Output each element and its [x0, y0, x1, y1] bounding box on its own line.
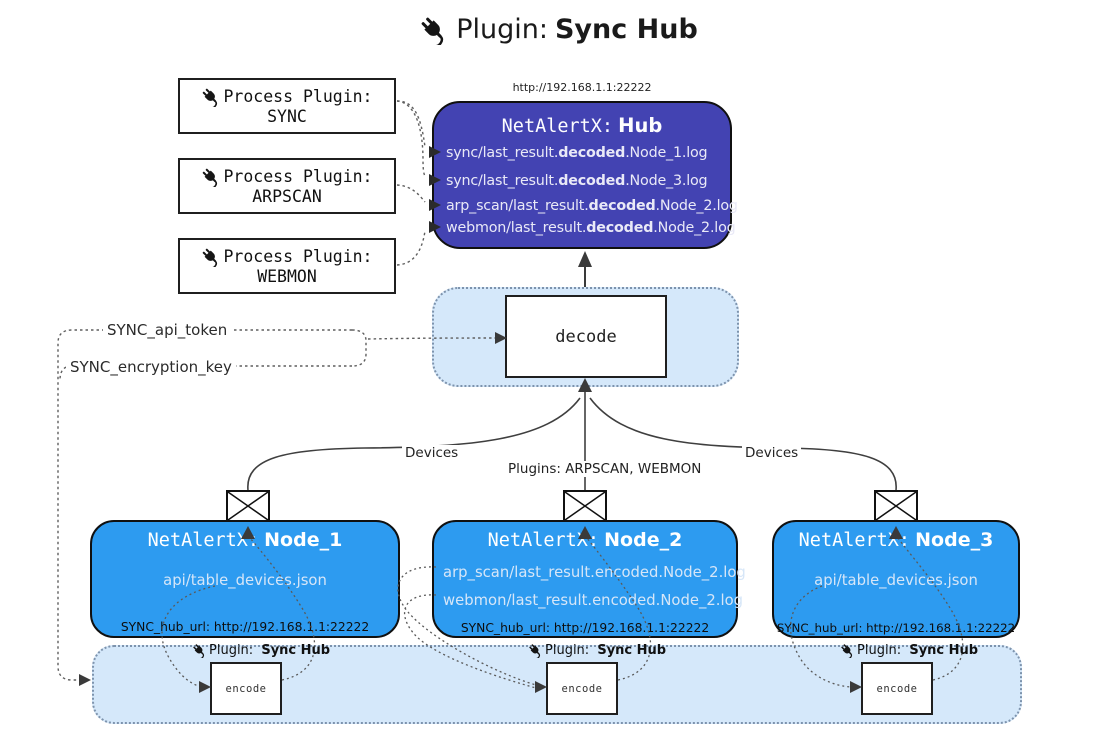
node-hub-url: SYNC_hub_url: http://192.168.1.1:22222 [460, 621, 710, 635]
encoder-plugin-label: Plugin: Sync Hub [840, 643, 978, 658]
plug-icon [840, 643, 855, 658]
decode-box: decode [505, 295, 667, 378]
plug-icon [192, 643, 207, 658]
process-plugin-title: Process Plugin: [223, 87, 373, 106]
plugin-to-hub-edges [396, 100, 427, 266]
node-file: arp_scan/last_result.encoded.Node_2.log [443, 564, 746, 581]
plug-icon [201, 247, 221, 267]
plugins-middle-label: Plugins: ARPSCAN, WEBMON [505, 461, 705, 477]
sync-encryption-key-label: SYNC_encryption_key [66, 358, 236, 376]
hub-box: NetAlertX: Hub sync/last_result.decoded.… [432, 101, 738, 249]
process-plugin-title: Process Plugin: [223, 167, 373, 186]
node-file: webmon/last_result.encoded.Node_2.log [443, 592, 744, 609]
node-title: NetAlertX: Node_1 [147, 529, 343, 551]
plug-icon [419, 15, 449, 45]
encoder-plugin-label: Plugin: Sync Hub [192, 643, 330, 658]
node-file: api/table_devices.json [814, 572, 978, 589]
envelope-icon [226, 490, 270, 522]
plug-icon [528, 643, 543, 658]
process-plugin-title: Process Plugin: [223, 247, 373, 266]
devices-right-label: Devices [742, 445, 802, 461]
node-title: NetAlertX: Node_2 [487, 529, 683, 551]
process-plugin-webmon: Process Plugin: WEBMON [178, 238, 396, 294]
node-2-box: NetAlertX: Node_2 arp_scan/last_result.e… [432, 520, 746, 638]
node-file: api/table_devices.json [163, 572, 327, 589]
node-3-box: NetAlertX: Node_3 api/table_devices.json… [772, 520, 1020, 638]
node-title: NetAlertX: Node_3 [798, 529, 994, 551]
hub-log-line: webmon/last_result.decoded.Node_2.log [446, 220, 736, 236]
plug-icon [201, 87, 221, 107]
hub-title: NetAlertX: Hub [434, 114, 730, 137]
hub-log-line: sync/last_result.decoded.Node_3.log [446, 173, 708, 189]
envelope-icon [563, 490, 607, 522]
title-label: Plugin: [456, 14, 548, 45]
node-hub-url: SYNC_hub_url: http://192.168.1.1:22222 [776, 621, 1016, 635]
plug-icon [201, 167, 221, 187]
page-title: Plugin: Sync Hub [0, 14, 1117, 45]
hub-log-line: arp_scan/last_result.decoded.Node_2.log [446, 198, 738, 214]
devices-left-label: Devices [402, 445, 462, 461]
encode-box-3: encode [861, 662, 933, 715]
encode-box-1: encode [210, 662, 282, 715]
sync-api-token-label: SYNC_api_token [103, 321, 232, 339]
decode-to-hub-arrow [578, 251, 592, 287]
encode-box-2: encode [546, 662, 618, 715]
node-hub-url: SYNC_hub_url: http://192.168.1.1:22222 [120, 620, 370, 634]
encoder-plugin-label: Plugin: Sync Hub [528, 643, 666, 658]
settings-to-encoders-arrow [79, 674, 91, 686]
process-plugin-sync: Process Plugin: SYNC [178, 78, 396, 134]
process-plugin-name: SYNC [267, 106, 307, 126]
hub-log-line: sync/last_result.decoded.Node_1.log [446, 145, 708, 161]
hub-title-name: Hub [618, 114, 663, 137]
envelope-icon [874, 490, 918, 522]
title-name: Sync Hub [554, 14, 698, 45]
process-plugin-arpscan: Process Plugin: ARPSCAN [178, 158, 396, 214]
process-plugin-name: ARPSCAN [252, 186, 322, 206]
node-1-box: NetAlertX: Node_1 api/table_devices.json… [90, 520, 400, 638]
process-plugin-name: WEBMON [257, 266, 317, 286]
hub-title-prefix: NetAlertX: [501, 116, 614, 137]
hub-url: http://192.168.1.1:22222 [512, 81, 652, 94]
